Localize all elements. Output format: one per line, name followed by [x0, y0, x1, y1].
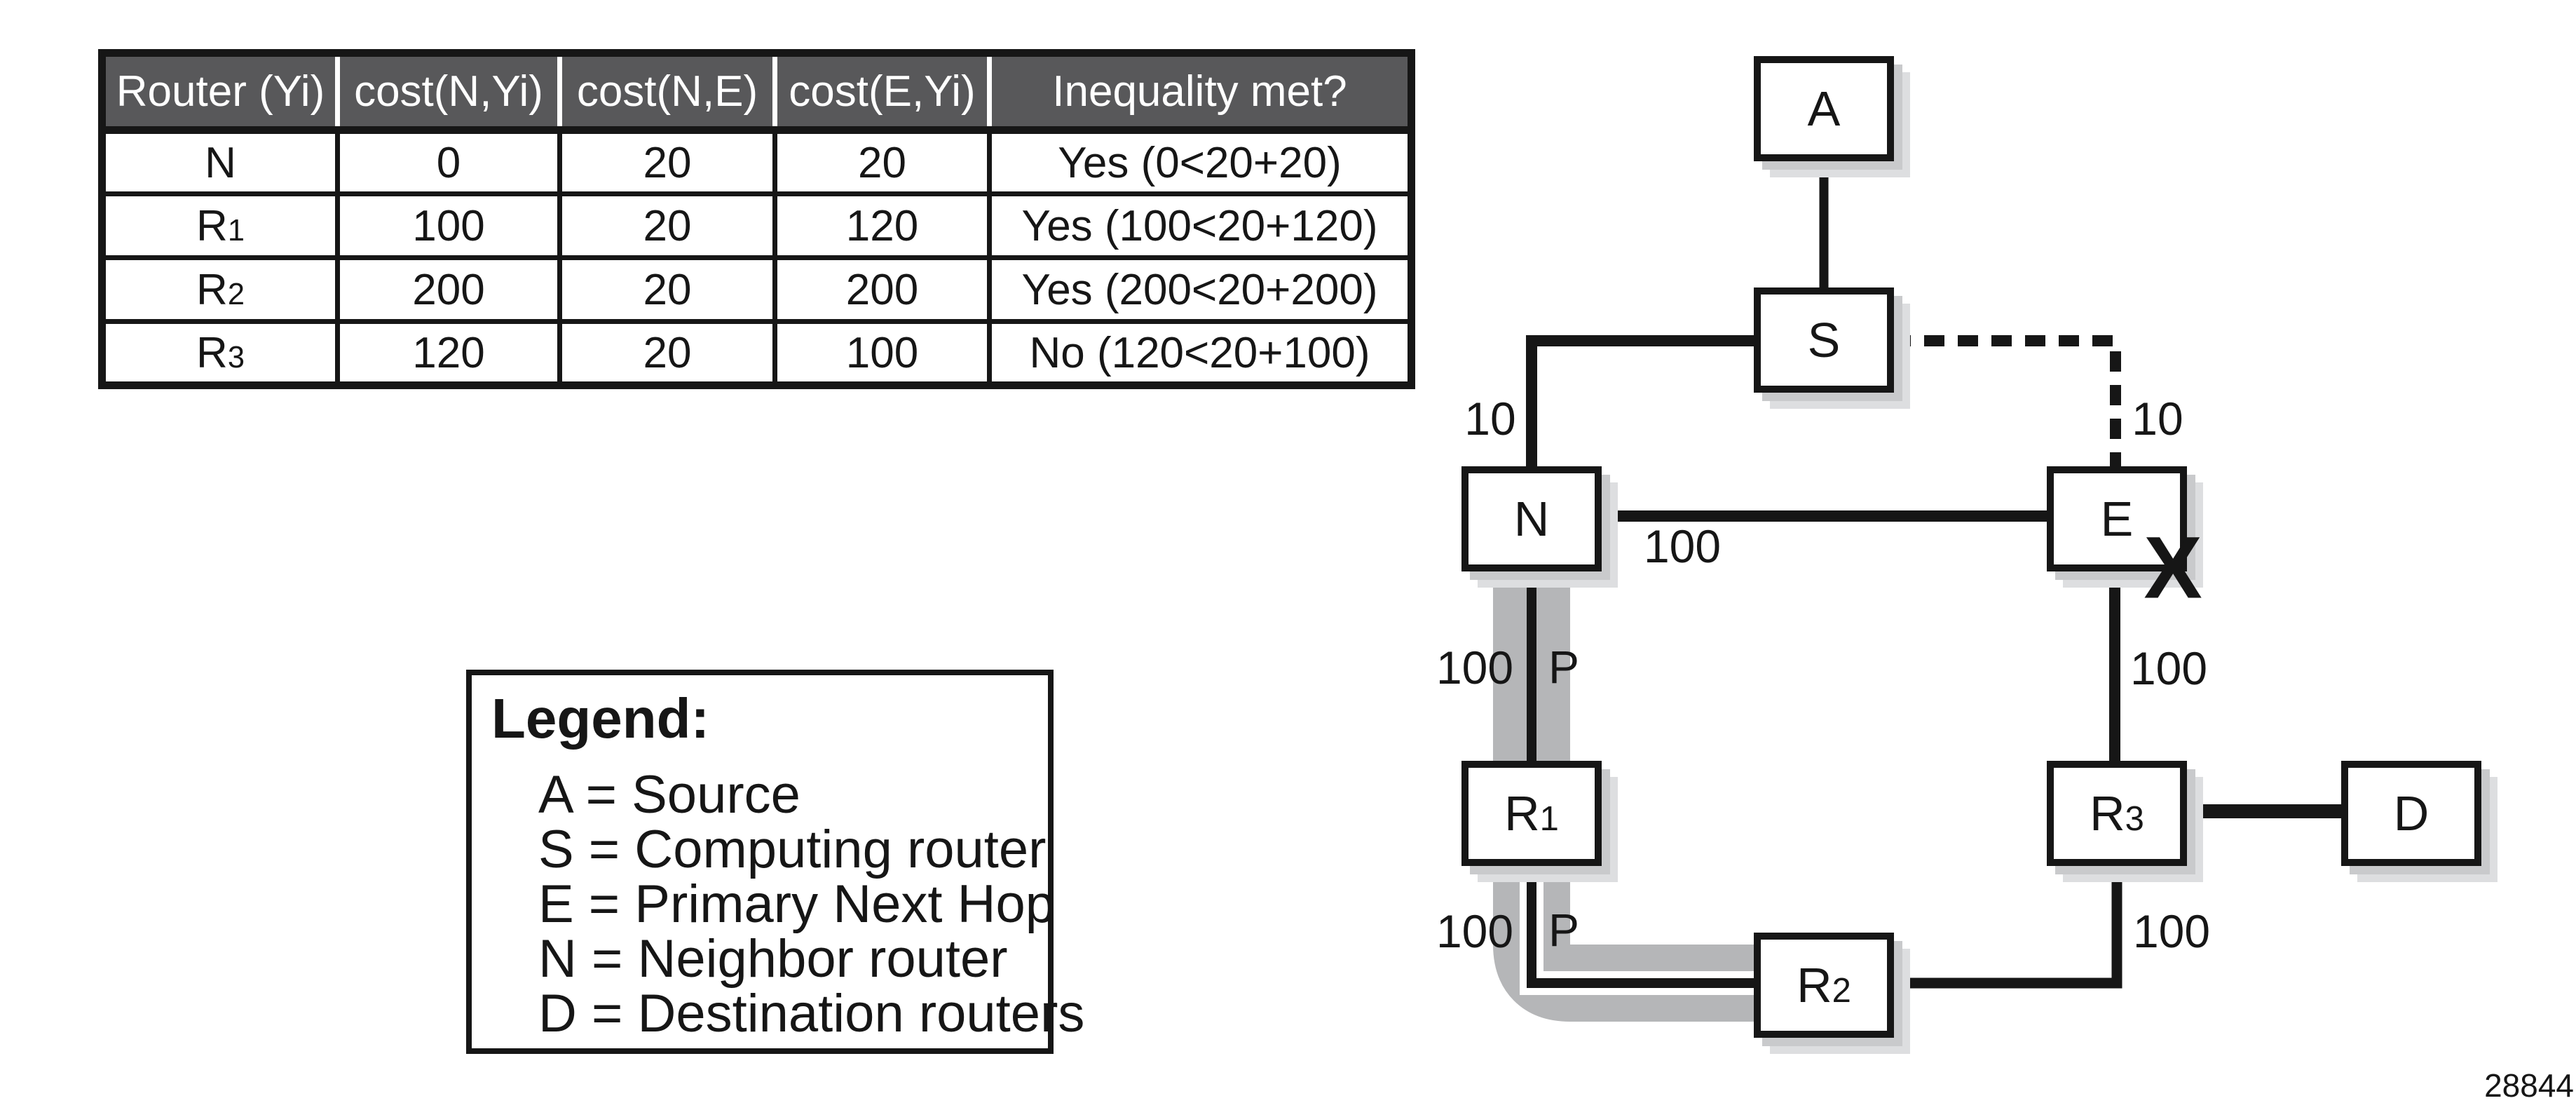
- col-header-cost-e-yi: cost(E,Yi): [772, 53, 990, 134]
- node-e-label: E: [2100, 492, 2134, 546]
- cost-n-yi-cell: 120: [335, 319, 562, 388]
- node-d: D: [2341, 761, 2481, 866]
- node-n-label: N: [1513, 492, 1550, 546]
- path-label-p-lower: P: [1548, 904, 1580, 956]
- cost-label-n-r1: 100: [1436, 642, 1514, 693]
- node-r1: R1: [1461, 761, 1602, 866]
- legend-item-e: E = Primary Next Hop: [538, 874, 1055, 934]
- path-label-p-upper: P: [1548, 641, 1580, 693]
- table-row: R2 200 20 200 Yes (200<20+200): [100, 255, 1414, 324]
- legend-items: A = Source S = Computing router E = Prim…: [538, 765, 1085, 1043]
- legend-item-d: D = Destination routers: [538, 984, 1085, 1043]
- table-row: N 0 20 20 Yes (0<20+20): [100, 128, 1414, 196]
- col-header-cost-n-e: cost(N,E): [557, 53, 775, 134]
- table-header-row: Router (Yi) cost(N,Yi) cost(N,E) cost(E,…: [102, 53, 1412, 134]
- cost-n-yi-cell: 0: [335, 128, 562, 196]
- node-r2-label: R2: [1797, 958, 1851, 1013]
- inequality-cell: Yes (100<20+120): [987, 191, 1414, 260]
- cost-n-e-cell: 20: [557, 255, 777, 324]
- cost-n-yi-cell: 200: [335, 255, 562, 324]
- cost-n-e-cell: 20: [557, 128, 777, 196]
- legend-item-a: A = Source: [538, 765, 800, 825]
- router-cell: R1: [100, 191, 340, 260]
- cost-n-e-cell: 20: [557, 319, 777, 388]
- node-r3: R3: [2047, 761, 2187, 866]
- legend-item-s: S = Computing router: [538, 820, 1047, 879]
- node-a: A: [1754, 56, 1894, 161]
- legend-item-n: N = Neighbor router: [538, 929, 1008, 989]
- table-row: R3 120 20 100 No (120<20+100): [100, 319, 1414, 388]
- legend-title: Legend:: [491, 687, 710, 750]
- failure-x-mark: X: [2144, 519, 2202, 617]
- cost-e-yi-cell: 100: [772, 319, 992, 388]
- legend-box: Legend: A = Source S = Computing router …: [466, 670, 1085, 1054]
- table-row: R1 100 20 120 Yes (100<20+120): [100, 191, 1414, 260]
- router-cell: N: [100, 128, 340, 196]
- node-d-label: D: [2393, 786, 2430, 841]
- cost-n-yi-cell: 100: [335, 191, 562, 260]
- edge-s-e-dashed: [1890, 335, 2121, 470]
- edge-s-n: [1526, 335, 1757, 470]
- inequality-cell: No (120<20+100): [987, 319, 1414, 388]
- node-r3-label: R3: [2090, 786, 2144, 841]
- node-s: S: [1754, 287, 1894, 393]
- cost-e-yi-cell: 120: [772, 191, 992, 260]
- edge-r2-r3: [1890, 862, 2122, 989]
- figure-number: 28844: [2484, 1067, 2574, 1104]
- router-cell: R2: [100, 255, 340, 324]
- cost-label-s-n: 10: [1464, 393, 1516, 445]
- inequality-table: Router (Yi) cost(N,Yi) cost(N,E) cost(E,…: [98, 49, 1415, 389]
- node-r2: R2: [1754, 933, 1894, 1038]
- col-header-cost-n-yi: cost(N,Yi): [335, 53, 560, 134]
- inequality-cell: Yes (0<20+20): [987, 128, 1414, 196]
- node-e: E: [2047, 466, 2187, 571]
- cost-e-yi-cell: 20: [772, 128, 992, 196]
- node-a-label: A: [1807, 81, 1841, 136]
- cost-label-e-r3: 100: [2129, 642, 2208, 694]
- cost-label-s-e: 10: [2132, 393, 2183, 445]
- cost-e-yi-cell: 200: [772, 255, 992, 324]
- cost-n-e-cell: 20: [557, 191, 777, 260]
- cost-label-n-e: 100: [1643, 520, 1722, 572]
- cost-label-r1-r2: 100: [1436, 905, 1514, 957]
- node-r1-label: R1: [1504, 786, 1559, 841]
- router-cell: R3: [100, 319, 340, 388]
- col-header-router: Router (Yi): [102, 53, 338, 134]
- inequality-cell: Yes (200<20+200): [987, 255, 1414, 324]
- edge-r1-r2: [1527, 862, 1757, 988]
- node-n: N: [1461, 466, 1602, 571]
- col-header-inequality: Inequality met?: [987, 53, 1412, 134]
- cost-label-r2-r3: 100: [2132, 905, 2211, 957]
- node-s-label: S: [1807, 313, 1841, 367]
